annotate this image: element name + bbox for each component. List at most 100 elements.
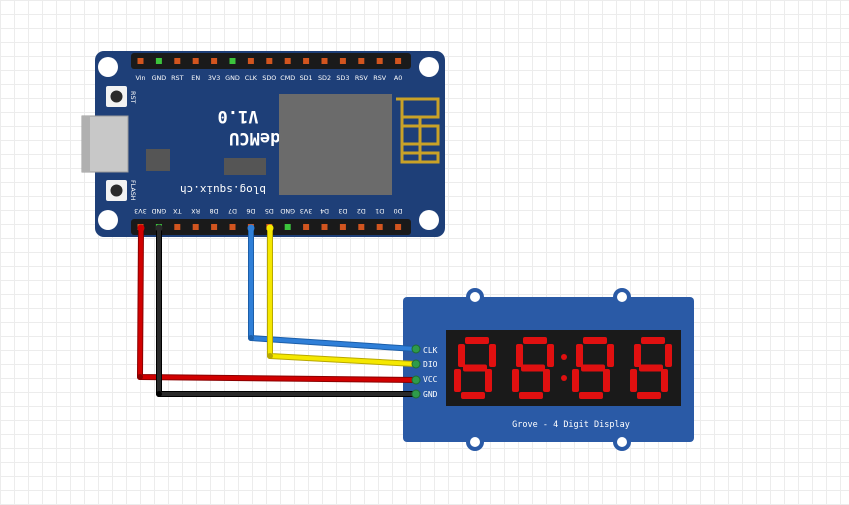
top-pin-label: SD2	[318, 74, 331, 82]
bottom-pin-label: D1	[375, 207, 384, 215]
colon-dot-lower	[561, 375, 567, 381]
display-caption: Grove - 4 Digit Display	[512, 420, 630, 430]
flash-label: FLASH	[129, 180, 137, 201]
bottom-pin-d8[interactable]	[211, 224, 218, 230]
top-pin-sd1[interactable]	[303, 58, 310, 64]
bottom-pin-3v3[interactable]	[303, 224, 310, 230]
wire-bendpoint[interactable]	[156, 391, 162, 397]
bottom-pin-label: GND	[151, 207, 166, 215]
bottom-pin-label: 3V3	[300, 207, 313, 215]
display-pin-label-clk: CLK	[423, 346, 438, 355]
display-pin-dio[interactable]	[411, 359, 421, 369]
display-mount-hole	[617, 292, 627, 302]
bottom-pin-d0[interactable]	[395, 224, 402, 230]
bottom-pin-gnd[interactable]	[284, 224, 291, 230]
top-pin-label: 3V3	[208, 74, 221, 82]
segment-d	[579, 392, 603, 399]
display-mount-hole	[470, 437, 480, 447]
segment-b	[547, 344, 554, 367]
wire-blue-d6-clk[interactable]	[249, 229, 416, 351]
bottom-pin-label: D2	[357, 207, 366, 215]
segment-g	[639, 364, 663, 372]
digit-4	[630, 337, 672, 399]
top-pin-label: A0	[394, 74, 402, 82]
top-pin-en[interactable]	[192, 58, 199, 64]
wire-black-shadow	[156, 229, 415, 397]
top-pin-label: SD3	[336, 74, 349, 82]
top-pin-rsv[interactable]	[358, 58, 365, 64]
wire-end-gnd[interactable]	[155, 224, 163, 232]
bottom-pin-label: D0	[394, 207, 403, 215]
bottom-pin-tx[interactable]	[174, 224, 181, 230]
wire-bendpoint[interactable]	[248, 335, 254, 341]
top-pin-rst[interactable]	[174, 58, 181, 64]
colon-dot-upper	[561, 354, 567, 360]
segment-f	[576, 344, 583, 367]
mounting-hole	[98, 57, 118, 77]
segment-a	[523, 337, 547, 344]
top-pin-sdo[interactable]	[266, 58, 273, 64]
display-mount-hole	[470, 292, 480, 302]
top-pin-label: SD1	[300, 74, 313, 82]
top-pin-a0[interactable]	[395, 58, 402, 64]
bottom-pin-d7[interactable]	[229, 224, 236, 230]
bottom-pin-label: D4	[320, 207, 329, 215]
wire-black-gnd-gnd[interactable]	[157, 229, 415, 396]
display-pin-clk[interactable]	[411, 344, 421, 354]
top-pin-label: RSV	[355, 74, 368, 82]
esp8266-shield	[279, 94, 392, 195]
bottom-pin-d3[interactable]	[339, 224, 346, 230]
bottom-pin-d2[interactable]	[358, 224, 365, 230]
wire-end-3v3[interactable]	[137, 224, 145, 232]
display-pin-vcc[interactable]	[411, 375, 421, 385]
wire-bendpoint[interactable]	[137, 374, 143, 380]
segment-f	[458, 344, 465, 367]
top-pin-label: RST	[171, 74, 183, 82]
bottom-pin-label: D5	[265, 207, 274, 215]
display-pin-label-gnd: GND	[423, 390, 438, 399]
bottom-pin-d4[interactable]	[321, 224, 328, 230]
top-pin-cmd[interactable]	[284, 58, 291, 64]
segment-f	[516, 344, 523, 367]
segment-d	[519, 392, 543, 399]
top-pin-rsv[interactable]	[376, 58, 383, 64]
segment-d	[461, 392, 485, 399]
top-pin-label: GND	[152, 74, 167, 82]
top-pin-gnd[interactable]	[229, 58, 236, 64]
wire-end-d6[interactable]	[247, 224, 255, 232]
top-pin-clk[interactable]	[247, 58, 254, 64]
display-pin-gnd[interactable]	[411, 389, 421, 399]
top-pin-gnd[interactable]	[155, 58, 162, 64]
top-pin-label: CMD	[280, 74, 295, 82]
segment-a	[641, 337, 665, 344]
flash-button-cap[interactable]	[110, 184, 123, 197]
top-pin-3v3[interactable]	[211, 58, 218, 64]
top-pin-sd3[interactable]	[339, 58, 346, 64]
bottom-pin-label: D3	[338, 207, 347, 215]
top-pin-label: CLK	[245, 74, 258, 82]
top-pin-label: SDO	[262, 74, 276, 82]
display-mount-hole	[617, 437, 627, 447]
board-site: blog.squix.ch	[180, 183, 266, 196]
mounting-hole	[98, 210, 118, 230]
bottom-pin-rx[interactable]	[192, 224, 199, 230]
bottom-pin-d1[interactable]	[376, 224, 383, 230]
rst-button-cap[interactable]	[110, 90, 123, 103]
wire-bendpoint[interactable]	[267, 353, 273, 359]
segment-b	[665, 344, 672, 367]
segment-b	[489, 344, 496, 367]
top-pin-label: GND	[225, 74, 240, 82]
grove-4-digit-display[interactable]: CLK DIO VCC GND Grove - 4 Digit Display	[403, 288, 694, 451]
segment-g	[463, 364, 487, 372]
segment-b	[607, 344, 614, 367]
top-pin-vin[interactable]	[137, 58, 144, 64]
mounting-hole	[419, 57, 439, 77]
rst-label: RST	[129, 91, 137, 103]
pcb-antenna	[396, 97, 440, 164]
bottom-pin-label: D7	[228, 207, 237, 215]
bottom-pin-label: 3V3	[134, 207, 147, 215]
top-pin-sd2[interactable]	[321, 58, 328, 64]
wire-end-d5[interactable]	[266, 224, 274, 232]
